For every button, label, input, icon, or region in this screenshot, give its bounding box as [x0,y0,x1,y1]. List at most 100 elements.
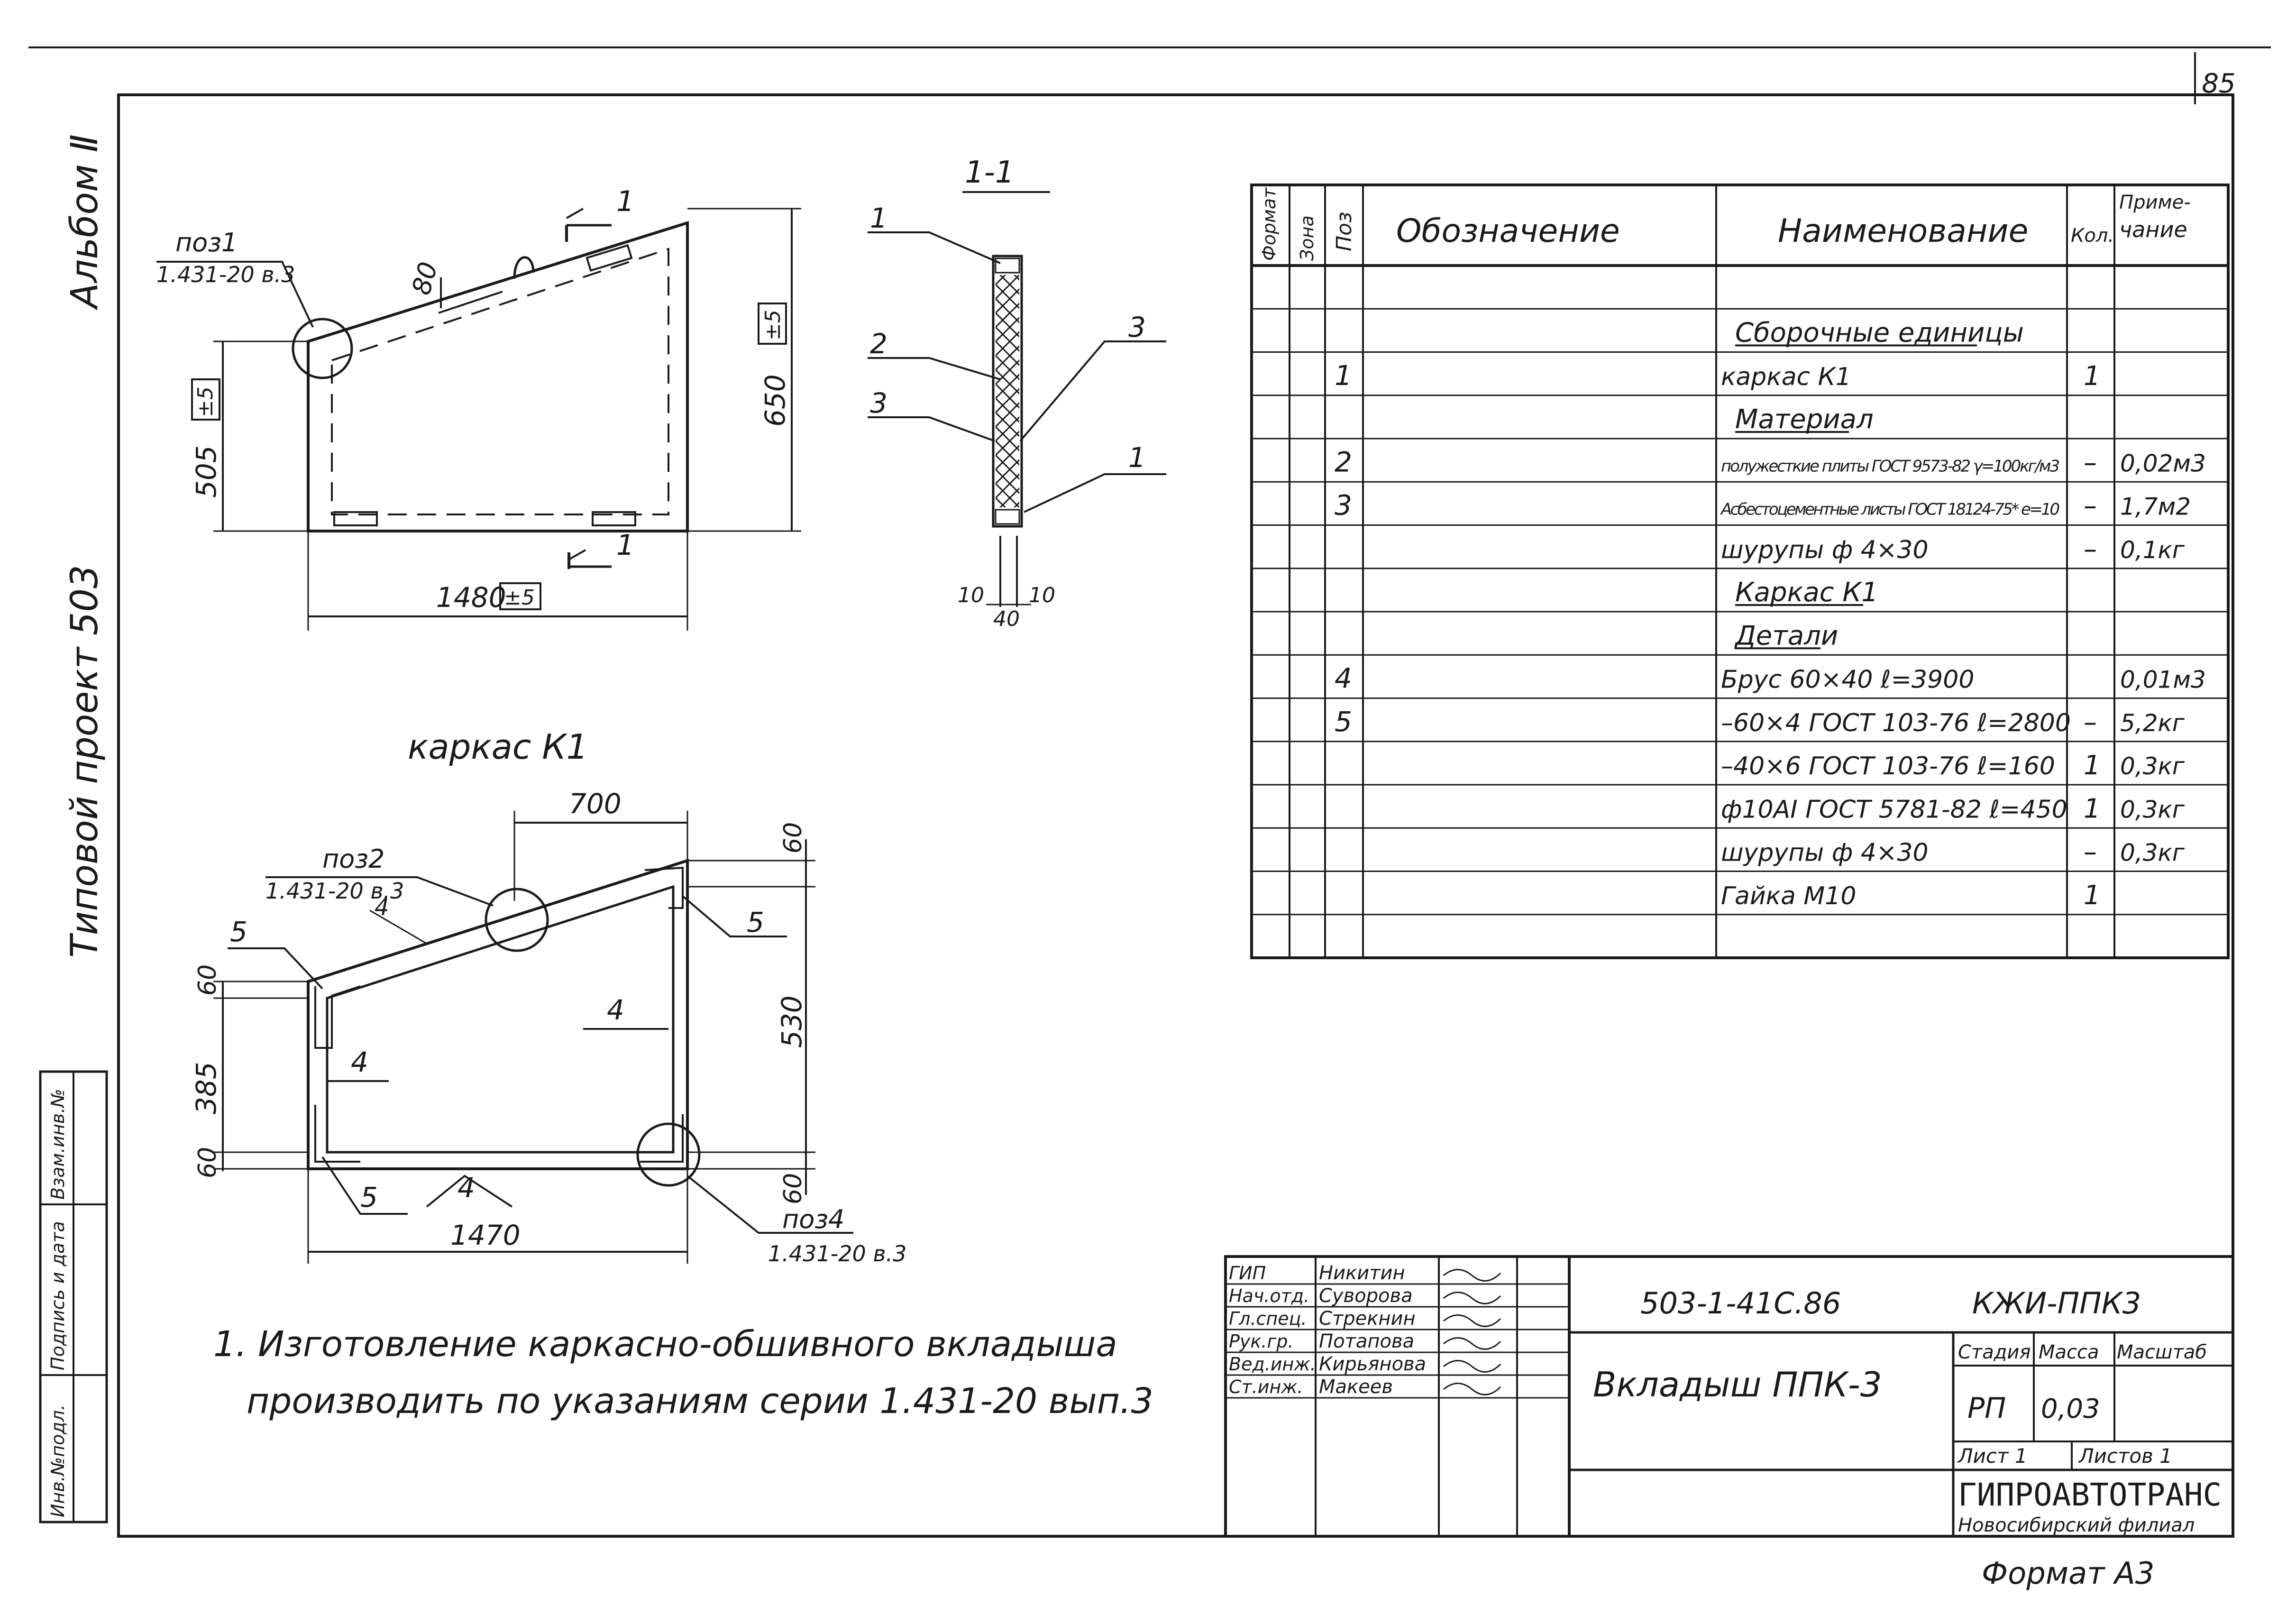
spec-note: 0,02м3 [2120,450,2206,477]
note-line-1: 1. Изготовление каркасно-обшивного вклад… [213,1324,1117,1365]
spec-name: –40×6 ГОСТ 103-76 ℓ=160 [1721,752,2055,780]
spec-row: Материал [1735,404,1874,435]
spec-row: 3 Асбестоцементные листы ГОСТ 18124-75* е… [1335,489,2191,522]
label-5-left: 5 [230,916,247,948]
spec-row: Гайка М10 1 [1721,880,2101,911]
label-4-top: 4 [375,894,389,921]
tol-650: ±5 [761,310,785,340]
pos2-series: 1.431-20 в.3 [265,878,404,904]
section-dim-left: 10 [958,583,984,607]
spec-name: Сборочные единицы [1735,318,2024,349]
spec-table: Формат Зона Поз Обозначение Наименование… [1250,184,2230,959]
spec-name: Материал [1735,404,1874,435]
spec-name: полужесткие плиты ГОСТ 9573-82 γ=100кг/м… [1721,457,2060,476]
signature [1443,1269,1501,1282]
dim-60-top: 60 [779,822,807,853]
pos4-series: 1.431-20 в.3 [768,1241,906,1266]
spec-name: –60×4 ГОСТ 103-76 ℓ=2800 [1721,709,2071,737]
spec-qty: 1 [2084,880,2101,911]
spec-name: Каркас К1 [1735,577,1878,608]
spec-name: Детали [1734,620,1838,651]
pos4-ref: поз4 [782,1204,844,1234]
stage-value: РП [1967,1392,2006,1425]
top-view-drawing: поз1 1.431-20 в.3 80 1 1 505 ±5 650 ±5 1… [156,185,801,631]
dim-60-left-top: 60 [193,964,222,996]
tb-role: ГИП [1229,1263,1266,1284]
section-callout-2: 2 [870,328,887,360]
section-title: 1-1 [965,155,1015,190]
spec-name: шурупы ф 4×30 [1721,536,1929,564]
spec-row: Каркас К1 [1735,577,1878,608]
tol-505: ±5 [193,386,218,417]
tb-role: Ст.инж. [1229,1376,1303,1397]
header-pos: Поз [1332,212,1356,251]
spec-row: шурупы ф 4×30–0,3кг [1721,837,2185,868]
dim-80: 80 [406,259,444,298]
detail-circle-pos1 [292,318,353,379]
page-number: 85 [2202,68,2235,99]
tb-person: Суворова [1319,1285,1413,1307]
note-line-2: производить по указаниям серии 1.431-20 … [247,1381,1153,1422]
doc-code-2: КЖИ-ППК3 [1972,1286,2141,1321]
header-zone: Зона [1297,215,1317,261]
spec-pos: 2 [1335,446,1352,478]
pos2-ref: поз2 [322,844,384,874]
cut-mark-bottom: 1 [616,529,634,562]
spec-pos: 3 [1335,489,1352,522]
tb-role: Нач.отд. [1229,1285,1309,1306]
spec-pos: 5 [1335,706,1352,738]
spec-row: Детали [1734,620,1838,651]
left-strip: Инв.№подл. Подпись и дата Взам.инв.№ [39,1070,108,1523]
tb-person: Стрекнин [1319,1308,1416,1330]
spec-name: Гайка М10 [1721,882,1856,910]
section-callout-3b: 3 [1128,311,1146,343]
spec-note: 0,3кг [2120,796,2185,823]
frame-outer [307,858,689,1170]
frame-title: каркас К1 [408,727,588,767]
dim-1470: 1470 [450,1219,521,1251]
signature [1443,1292,1501,1304]
item-name: Вкладыш ППК-3 [1593,1365,1882,1404]
spec-qty: 1 [2084,793,2101,824]
spec-note: 0,1кг [2120,536,2185,564]
pos1-series: 1.431-20 в.3 [156,262,295,287]
dim-60-bottom-right: 60 [779,1173,807,1204]
dim-650: 650 [759,374,791,427]
frame-k1-drawing: каркас К1 700 60 530 60 60 385 60 [190,727,906,1266]
cut-mark-top: 1 [616,185,634,218]
org-name: ГИПРОАВТОТРАНС [1958,1477,2222,1513]
org-branch: Новосибирский филиал [1958,1514,2195,1536]
spec-qty: – [2084,491,2097,522]
label-5-right: 5 [747,906,764,938]
signature-date-label: Подпись и дата [47,1221,68,1370]
spec-name: Асбестоцементные листы ГОСТ 18124-75* е=… [1720,500,2060,519]
dim-385: 385 [190,1062,222,1114]
spec-note: 5,2кг [2120,709,2185,737]
signature [1443,1314,1501,1327]
tb-role: Рук.гр. [1229,1331,1294,1352]
dim-60-left-bottom: 60 [193,1147,222,1178]
inv-podl-label: Инв.№подл. [47,1404,68,1517]
spec-qty: – [2084,837,2097,868]
section-callout-1a: 1 [870,202,887,234]
detail-circle-pos2 [485,888,549,952]
tb-person: Никитин [1319,1262,1405,1284]
top-view-outline [307,220,689,532]
spec-pos: 1 [1335,359,1352,392]
section-dim-total: 40 [993,607,1020,631]
sheets-label: Листов 1 [2078,1444,2172,1468]
header-format: Формат [1259,187,1280,261]
spec-row: 5–60×4 ГОСТ 103-76 ℓ=2800–5,2кг [1335,706,2185,738]
dim-700: 700 [569,788,622,820]
spec-table-border [1250,184,2230,959]
dim-505: 505 [190,445,222,498]
tb-role: Вед.инж. [1229,1354,1316,1375]
doc-code: 503-1-41С.86 [1640,1286,1841,1321]
spec-qty: – [2084,534,2097,565]
label-4-left: 4 [351,1046,368,1078]
spec-name: шурупы ф 4×30 [1721,839,1929,867]
